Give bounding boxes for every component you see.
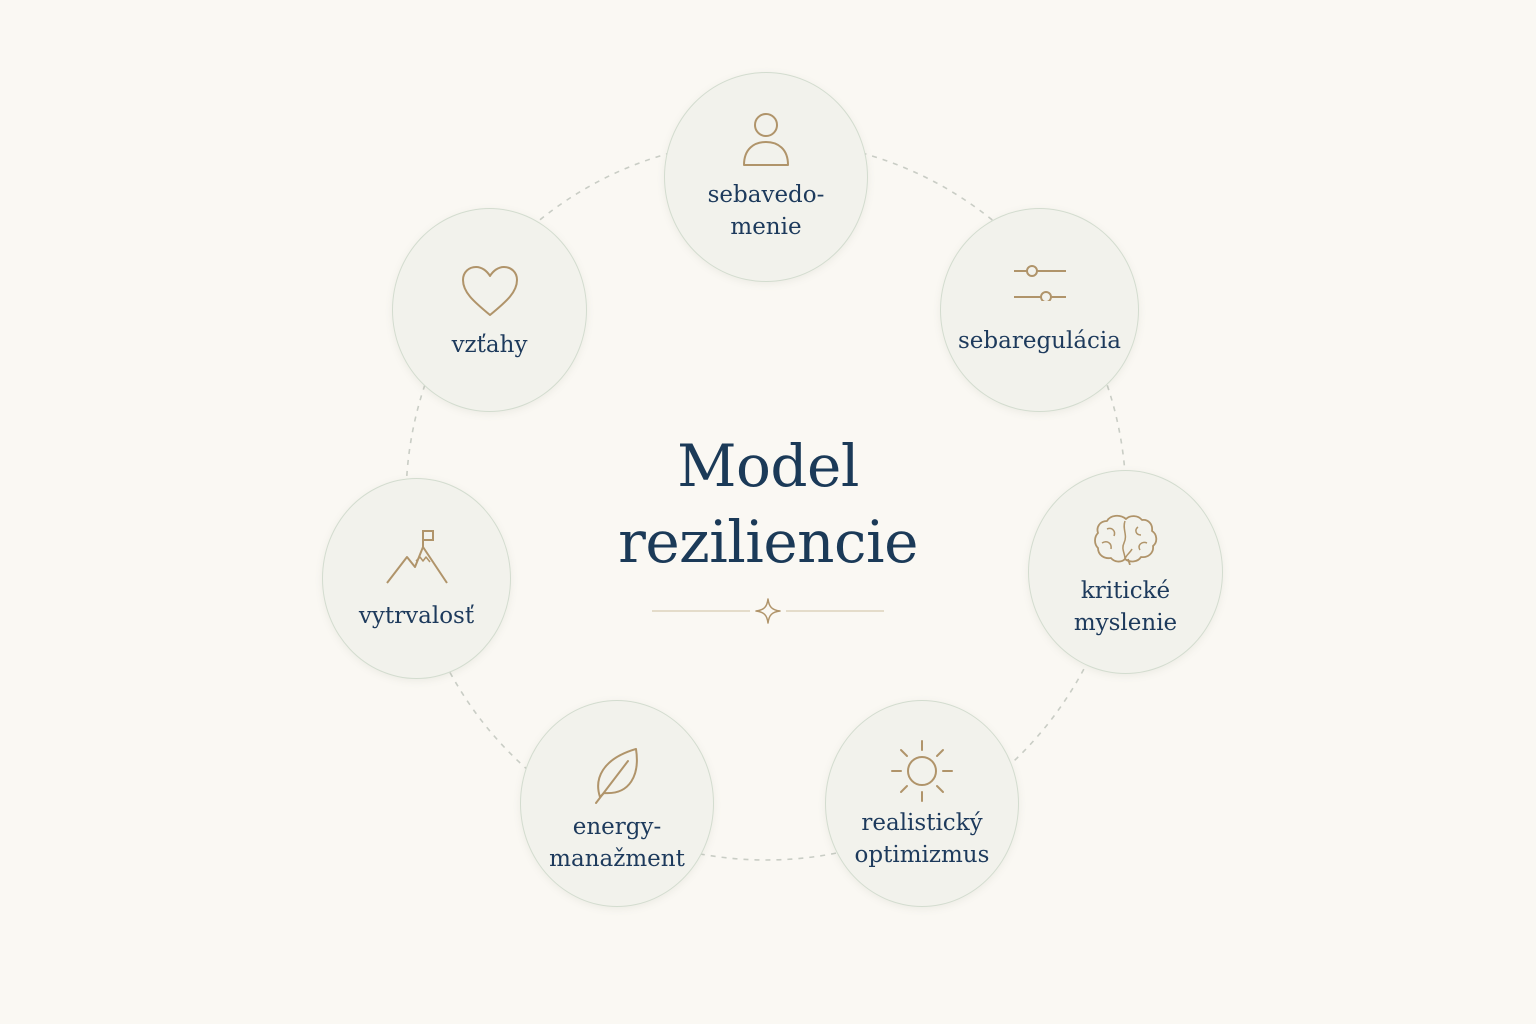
node-label: vzťahy (451, 332, 528, 358)
node-kriticke-myslenie: kritické myslenie (1028, 470, 1223, 674)
diagram-title: Model reziliencie (568, 428, 968, 580)
node-realisticky-optimizmus: realistický optimizmus (825, 700, 1019, 907)
node-vytrvalost: vytrvalosť (322, 478, 511, 679)
node-label: vytrvalosť (358, 603, 475, 629)
person-icon (743, 113, 789, 166)
sliders-icon (1013, 265, 1066, 301)
title-line-1: Model (677, 432, 859, 500)
node-sebaregulacia: sebaregulácia (940, 208, 1139, 412)
node-energy-manazment: energy- manažment (520, 700, 714, 907)
brain-icon (1093, 514, 1157, 565)
node-label: sebaregulácia (957, 328, 1121, 354)
sun-icon (891, 740, 953, 802)
heart-icon (461, 266, 518, 316)
node-label: sebavedo- menie (707, 182, 825, 240)
mountain-flag-icon (385, 530, 448, 584)
title-line-2: reziliencie (618, 508, 918, 576)
node-label: energy- manažment (549, 814, 685, 872)
node-sebavedomenie: sebavedo- menie (664, 72, 868, 282)
node-vztahy: vzťahy (392, 208, 587, 412)
node-label: realistický optimizmus (854, 810, 990, 868)
node-label: kritické myslenie (1073, 578, 1178, 636)
sparkle-star-icon (755, 598, 781, 624)
ornament-divider (652, 598, 884, 624)
leaf-icon (595, 748, 638, 804)
